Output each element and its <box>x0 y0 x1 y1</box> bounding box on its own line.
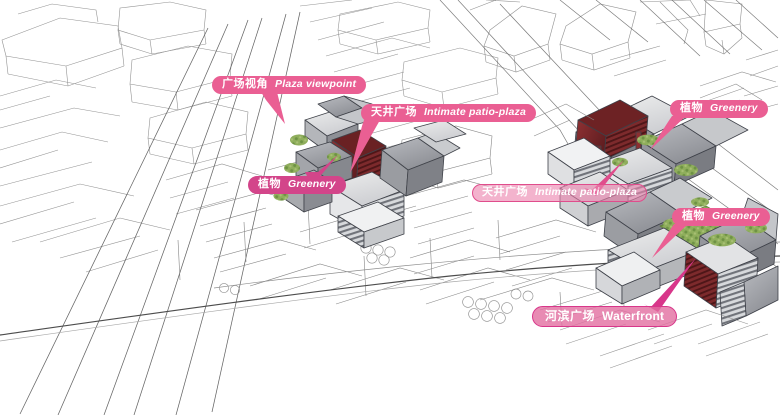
callout-plaza-viewpoint-en: Plaza viewpoint <box>275 78 357 91</box>
callout-greenery-lower-right-en: Greenery <box>712 210 760 223</box>
callout-plaza-viewpoint-cn: 广场视角 <box>222 78 268 90</box>
callout-intimate-patio-plaza-center-cn: 天井广场 <box>371 106 417 118</box>
callout-waterfront-cn: 河滨广场 <box>545 309 596 323</box>
callout-greenery-left-cn: 植物 <box>258 178 281 190</box>
callout-intimate-patio-plaza-right-cn: 天井广场 <box>482 186 528 198</box>
callout-greenery-top-right[interactable]: 植物 Greenery <box>670 100 768 118</box>
callout-intimate-patio-plaza-right[interactable]: 天井广场 Intimate patio-plaza <box>472 184 648 202</box>
callout-greenery-lower-right[interactable]: 植物 Greenery <box>672 208 770 226</box>
context-linework-upper-left <box>0 1 263 273</box>
tail-plaza-viewpoint <box>261 92 285 124</box>
tail-greenery-lower-right <box>652 224 688 258</box>
callout-greenery-left-en: Greenery <box>288 178 336 191</box>
callout-greenery-top-right-en: Greenery <box>710 102 758 115</box>
callout-greenery-left[interactable]: 植物 Greenery <box>248 176 346 194</box>
callout-intimate-patio-plaza-center[interactable]: 天井广场 Intimate patio-plaza <box>361 104 537 122</box>
tail-greenery-top-right <box>650 116 686 150</box>
callout-waterfront-en: Waterfront <box>602 309 665 323</box>
tail-intimate-patio-plaza-center <box>350 120 380 173</box>
callout-intimate-patio-plaza-right-en: Intimate patio-plaza <box>535 186 638 199</box>
callout-intimate-patio-plaza-center-en: Intimate patio-plaza <box>424 106 527 119</box>
callout-greenery-lower-right-cn: 植物 <box>682 210 705 222</box>
callout-plaza-viewpoint[interactable]: 广场视角 Plaza viewpoint <box>212 76 367 94</box>
callout-greenery-top-right-cn: 植物 <box>680 102 703 114</box>
tail-waterfront <box>644 258 696 312</box>
callout-waterfront[interactable]: 河滨广场 Waterfront <box>532 306 678 327</box>
